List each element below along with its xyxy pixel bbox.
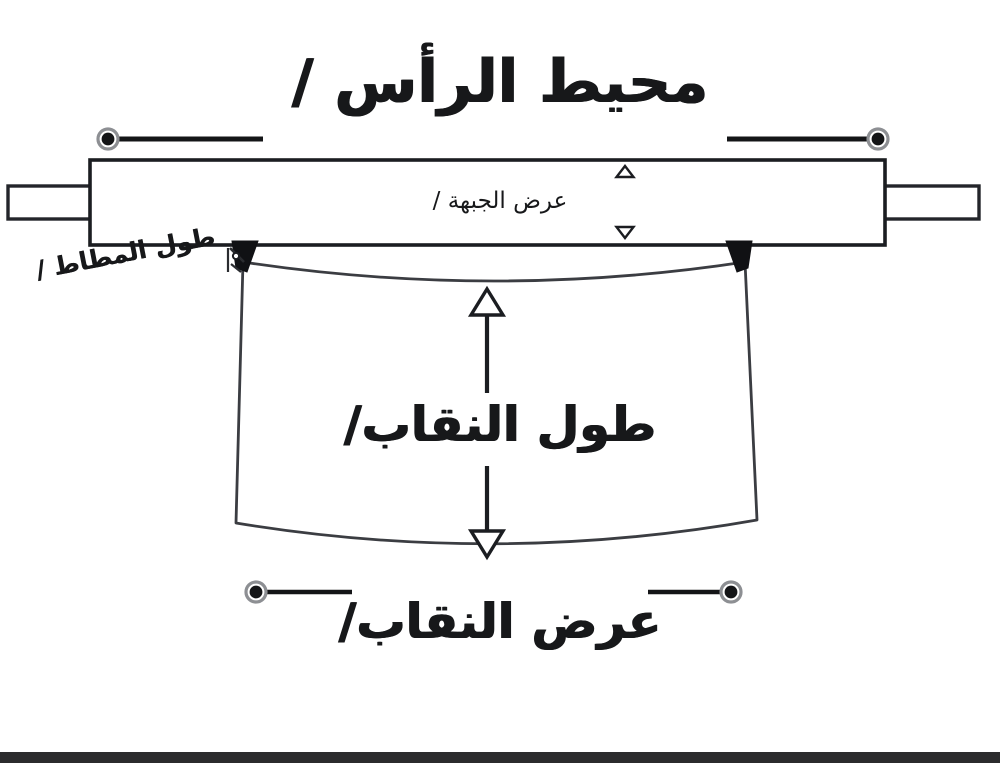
small-hollow-triangle-down-icon [614, 225, 636, 240]
dot-endpoint-icon [95, 126, 121, 152]
label-forehead-width: عرض الجبهة / [432, 188, 568, 214]
small-hollow-triangle-up-icon [614, 164, 636, 179]
hollow-triangle-down-icon [467, 529, 507, 561]
elastic-anchor-detail [229, 247, 245, 273]
seam-wedge-right [725, 240, 753, 273]
elastic-strap-right [882, 184, 981, 221]
forehead-width-dimension [614, 164, 636, 240]
niqab-length-dimension [467, 285, 507, 561]
veil-panel [234, 260, 759, 546]
head-circumference-dimension [95, 126, 891, 152]
forehead-band [88, 158, 887, 247]
label-head-circumference: محيط الرأس / [291, 47, 709, 117]
dot-endpoint-icon [865, 126, 891, 152]
label-niqab-length: طول النقاب/ [343, 396, 657, 453]
label-niqab-width: عرض النقاب/ [338, 593, 662, 650]
hollow-triangle-up-icon [467, 285, 507, 317]
niqab-width-dimension [243, 579, 744, 605]
footer-strip [0, 752, 1000, 763]
